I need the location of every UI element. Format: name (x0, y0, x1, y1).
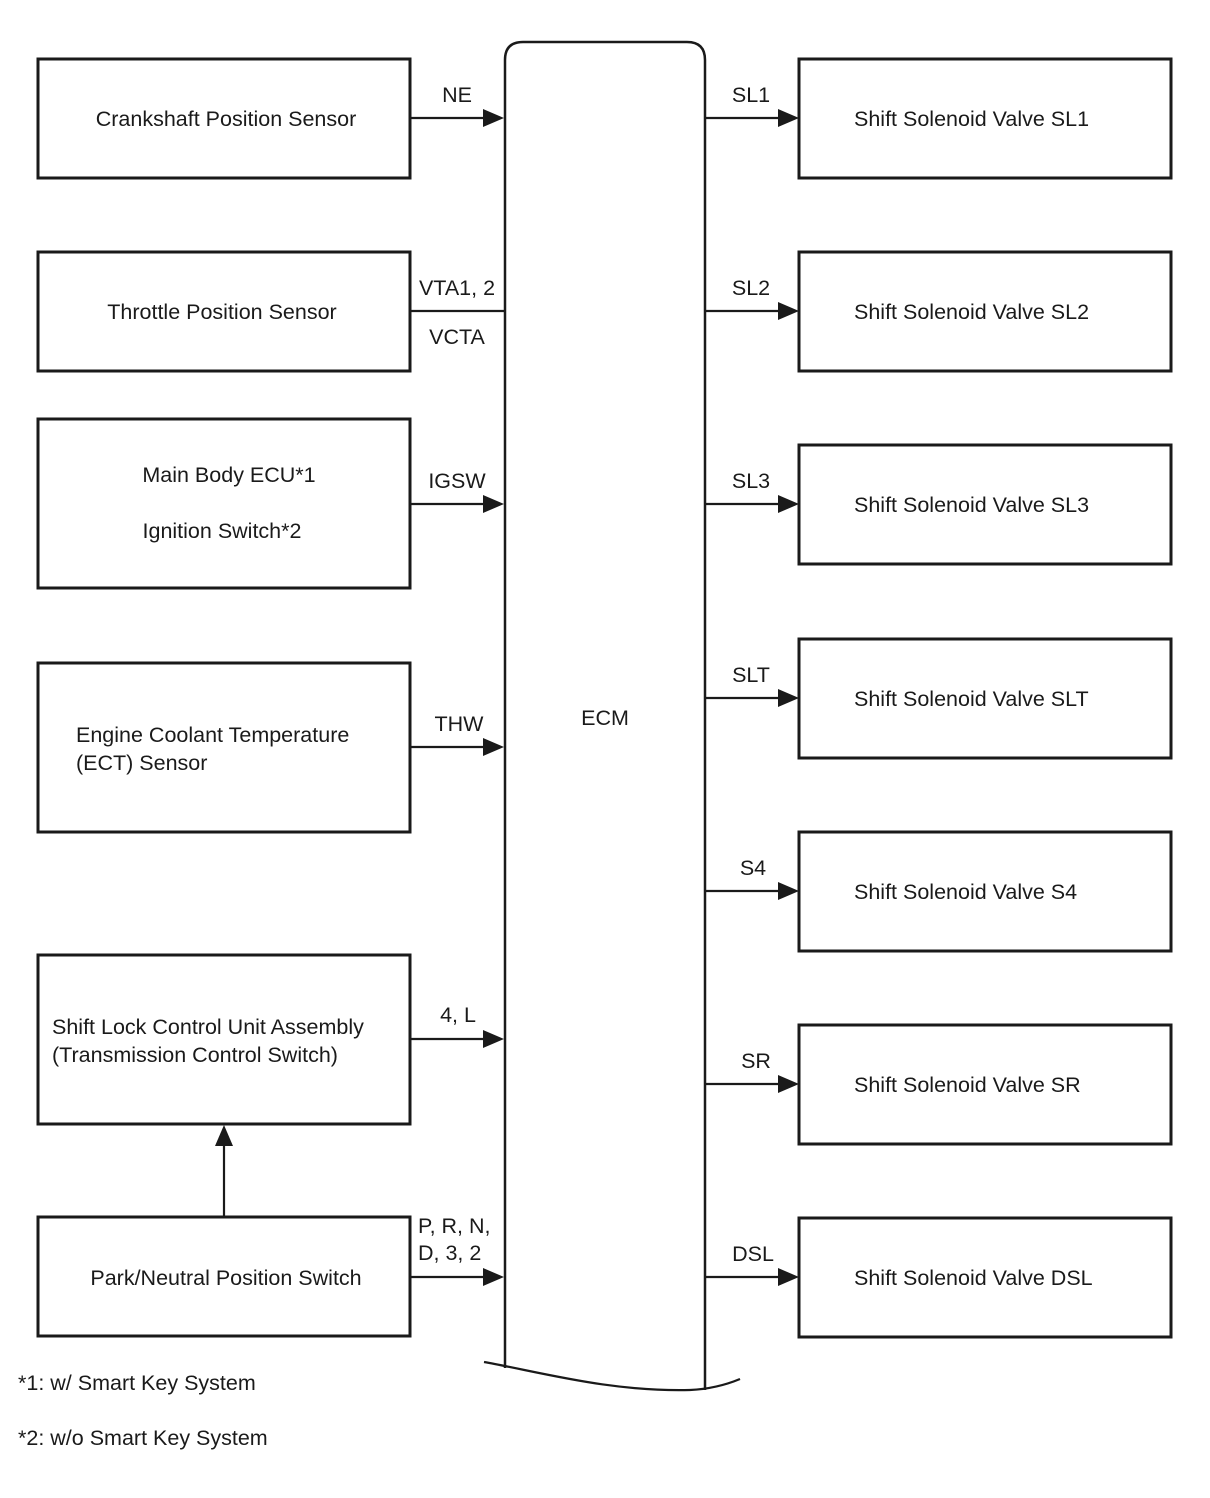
main-body-ecu-box (36, 417, 412, 590)
input-park-neutral-position-switch: Park/Neutral Position Switch P, R, N, D,… (36, 1214, 504, 1338)
sl2-arrow (778, 302, 799, 320)
vcta-signal-label: VCTA (429, 325, 485, 349)
input-crankshaft-position-sensor: Crankshaft Position Sensor NE (36, 57, 504, 180)
pnp-switch-label: Park/Neutral Position Switch (90, 1266, 361, 1290)
4l-arrow (483, 1030, 504, 1048)
thw-signal-label: THW (435, 712, 485, 736)
solenoid-dsl-label: Shift Solenoid Valve DSL (854, 1266, 1093, 1290)
ect-sensor-label-line1: Engine Coolant Temperature (76, 723, 349, 747)
solenoid-sl1-box (797, 57, 1173, 180)
solenoid-sr-label: Shift Solenoid Valve SR (854, 1073, 1081, 1097)
4l-signal-label: 4, L (440, 1003, 476, 1027)
sl3-signal-label: SL3 (732, 469, 770, 493)
pnp-to-shift-lock-link (215, 1125, 233, 1217)
output-sl2: SL2 Shift Solenoid Valve SL2 (705, 250, 1173, 373)
ecm-block: ECM (483, 40, 741, 1392)
output-sl1: SL1 Shift Solenoid Valve SL1 (705, 57, 1173, 180)
sl3-arrow (778, 495, 799, 513)
output-sl3: SL3 Shift Solenoid Valve SL3 (705, 443, 1173, 566)
ect-sensor-box (36, 661, 412, 834)
ignition-switch-label: Ignition Switch*2 (143, 519, 302, 543)
output-sr: SR Shift Solenoid Valve SR (705, 1023, 1173, 1146)
footnotes: *1: w/ Smart Key System *2: w/o Smart Ke… (18, 1371, 268, 1450)
input-shift-lock-control-unit: Shift Lock Control Unit Assembly (Transm… (36, 953, 504, 1126)
s4-arrow (778, 882, 799, 900)
sl1-arrow (778, 109, 799, 127)
sr-signal-label: SR (741, 1049, 771, 1073)
solenoid-sl3-box (797, 443, 1173, 566)
igsw-arrow (483, 495, 504, 513)
ecm-label: ECM (581, 706, 629, 730)
slt-arrow (778, 689, 799, 707)
solenoid-sl3-label: Shift Solenoid Valve SL3 (854, 493, 1089, 517)
main-body-ecu-label: Main Body ECU*1 (142, 463, 315, 487)
sl2-signal-label: SL2 (732, 276, 770, 300)
solenoid-dsl-box (797, 1216, 1173, 1339)
throttle-sensor-label: Throttle Position Sensor (107, 300, 336, 324)
output-slt: SLT Shift Solenoid Valve SLT (705, 637, 1173, 760)
slt-signal-label: SLT (732, 663, 770, 687)
output-s4: S4 Shift Solenoid Valve S4 (705, 830, 1173, 953)
pnp-arrow (483, 1268, 504, 1286)
pnp-signal-label-line1: P, R, N, (418, 1214, 491, 1238)
ect-sensor-label-line2: (ECT) Sensor (76, 751, 207, 775)
crankshaft-sensor-box (36, 57, 412, 180)
igsw-signal-label: IGSW (428, 469, 486, 493)
solenoid-s4-box (797, 830, 1173, 953)
ecm-break-line (483, 1360, 741, 1392)
sl1-signal-label: SL1 (732, 83, 770, 107)
dsl-arrow (778, 1268, 799, 1286)
output-dsl: DSL Shift Solenoid Valve DSL (705, 1216, 1173, 1339)
shift-lock-unit-box (36, 953, 412, 1126)
thw-arrow (483, 738, 504, 756)
solenoid-slt-box (797, 637, 1173, 760)
input-ect-sensor: Engine Coolant Temperature (ECT) Sensor … (36, 661, 504, 834)
vta-signal-label: VTA1, 2 (419, 276, 495, 300)
shift-lock-unit-label-line1: Shift Lock Control Unit Assembly (52, 1015, 364, 1039)
solenoid-sl2-box (797, 250, 1173, 373)
input-throttle-position-sensor: Throttle Position Sensor VTA1, 2 VCTA (36, 250, 504, 373)
solenoid-sl1-label: Shift Solenoid Valve SL1 (854, 107, 1089, 131)
solenoid-s4-label: Shift Solenoid Valve S4 (854, 880, 1077, 904)
crankshaft-sensor-label: Crankshaft Position Sensor (96, 107, 357, 131)
s4-signal-label: S4 (740, 856, 766, 880)
ecm-outline (503, 40, 707, 1390)
solenoid-sr-box (797, 1023, 1173, 1146)
solenoid-sl2-label: Shift Solenoid Valve SL2 (854, 300, 1089, 324)
input-main-body-ecu: Main Body ECU*1 Ignition Switch*2 IGSW (36, 417, 504, 590)
ne-arrow (483, 109, 504, 127)
dsl-signal-label: DSL (732, 1242, 774, 1266)
pnp-signal-label-line2: D, 3, 2 (418, 1241, 481, 1265)
shift-lock-unit-label-line2: (Transmission Control Switch) (52, 1043, 338, 1067)
footnote-2: *2: w/o Smart Key System (18, 1426, 268, 1450)
solenoid-slt-label: Shift Solenoid Valve SLT (854, 687, 1089, 711)
ne-signal-label: NE (442, 83, 472, 107)
pnp-to-shift-lock-arrow (215, 1125, 233, 1146)
footnote-1: *1: w/ Smart Key System (18, 1371, 256, 1395)
sr-arrow (778, 1075, 799, 1093)
